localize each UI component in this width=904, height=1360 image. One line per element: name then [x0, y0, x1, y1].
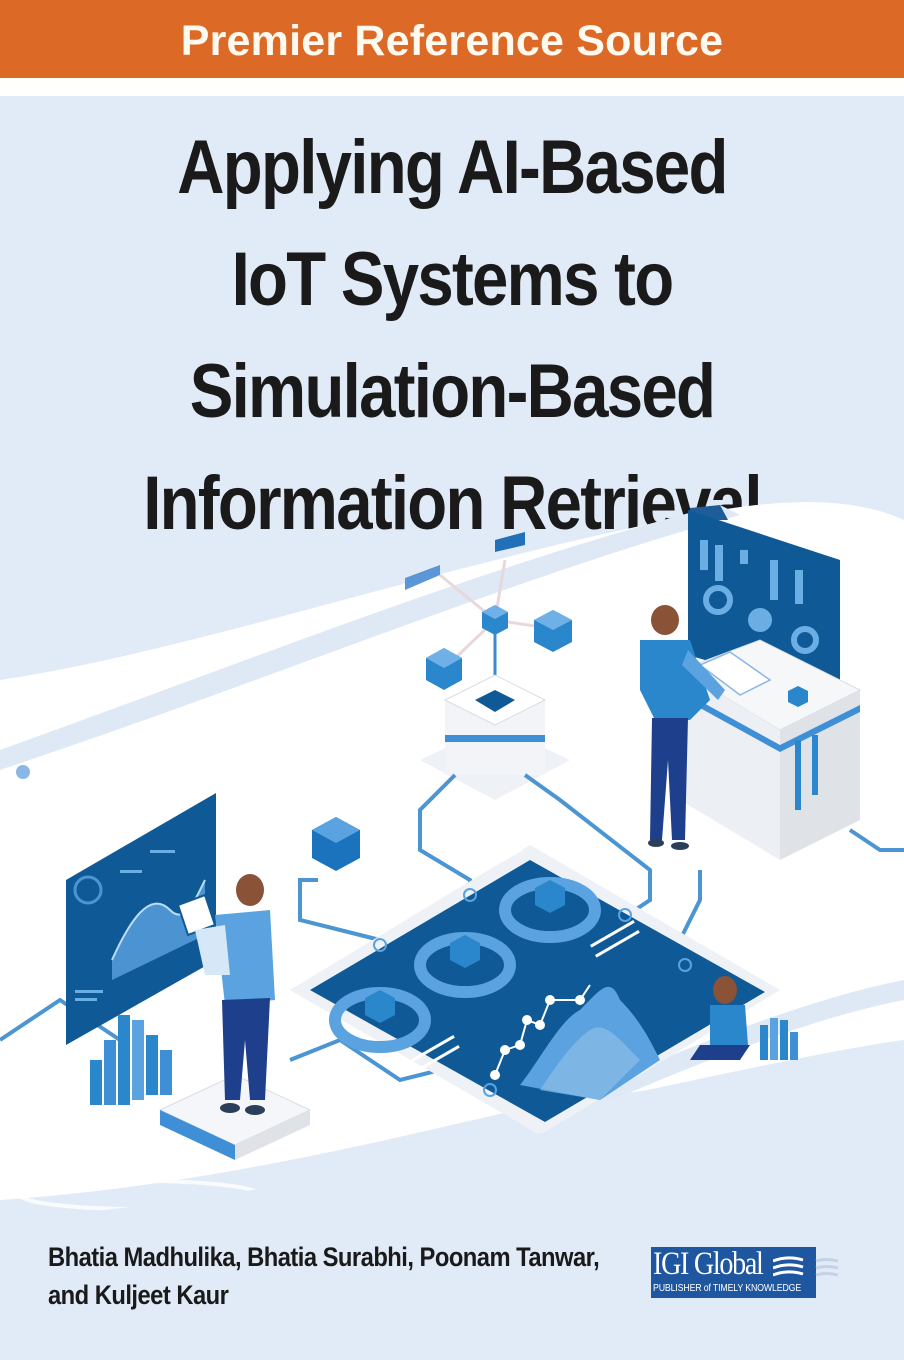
flag-icon	[405, 565, 440, 590]
dot-icon	[16, 765, 30, 779]
cover-illustration	[0, 502, 904, 1240]
pie-chart-icon	[748, 608, 772, 632]
person-with-tablet	[176, 874, 275, 1115]
donut-chart-icon	[414, 932, 516, 998]
isometric-cube-icon	[788, 686, 808, 707]
person-typing	[640, 605, 725, 850]
donut-chart-icon	[73, 875, 103, 905]
flag-icon	[495, 532, 525, 552]
waves-icon	[773, 1256, 838, 1277]
bar-chart-icon	[90, 1015, 172, 1105]
area-chart-icon	[112, 880, 205, 980]
bottom-wave-overlay	[0, 1050, 904, 1240]
central-dashboard-board	[290, 845, 780, 1135]
title-line-1: Applying AI-Based	[177, 125, 728, 210]
keyboard-icon	[698, 651, 772, 696]
server-pedestal	[420, 674, 570, 800]
tablet-icon	[176, 893, 217, 937]
isometric-cube-icon	[534, 610, 572, 652]
isometric-cube-icon	[426, 648, 462, 690]
publisher-logo: IGI Global PUBLISHER of TIMELY KNOWLEDGE	[651, 1246, 838, 1298]
author-list: Bhatia Madhulika, Bhatia Surabhi, Poonam…	[48, 1238, 600, 1314]
light-stripe-lower	[480, 980, 904, 1160]
bar-chart-icon	[760, 1018, 798, 1060]
series-banner-text: Premier Reference Source	[180, 17, 724, 65]
title-line-2: IoT Systems to	[231, 237, 675, 322]
banner-divider	[0, 78, 904, 96]
publisher-tagline: PUBLISHER of TIMELY KNOWLEDGE	[653, 1282, 802, 1294]
donut-chart-icon	[329, 987, 431, 1053]
donut-chart-icon	[703, 585, 733, 615]
authors-line-2: and Kuljeet Kaur	[48, 1280, 229, 1310]
authors-line-1: Bhatia Madhulika, Bhatia Surabhi, Poonam…	[48, 1242, 600, 1272]
series-banner	[0, 0, 904, 78]
isometric-cube-icon	[482, 605, 508, 635]
person-seated	[690, 976, 750, 1060]
donut-chart-icon	[499, 877, 601, 943]
line-chart-icon	[490, 984, 591, 1080]
donut-chart-icon	[791, 626, 819, 654]
isometric-cube-icon	[312, 817, 360, 871]
book-title: Applying AI-Based IoT Systems to Simulat…	[63, 112, 840, 560]
light-stripe	[0, 505, 740, 770]
workstation-right	[678, 510, 862, 860]
title-line-3: Simulation-Based	[189, 349, 716, 434]
publisher-name: IGI Global	[653, 1246, 764, 1282]
